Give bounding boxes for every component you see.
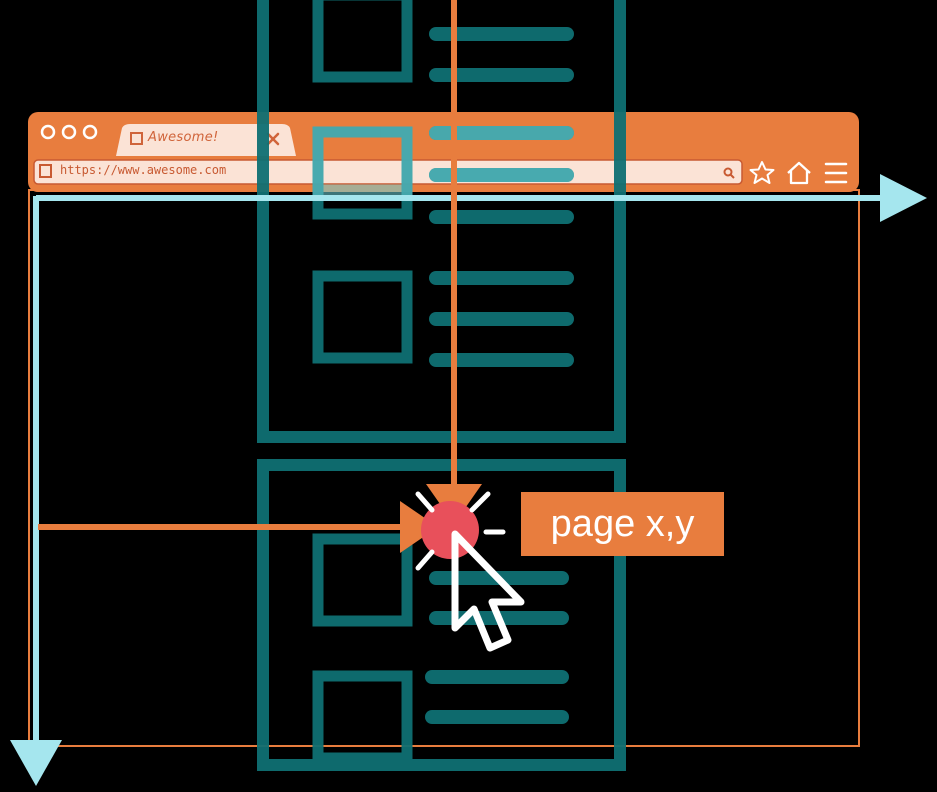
page-x-axis — [36, 174, 927, 222]
thumbnail-placeholder — [312, 533, 413, 627]
thumbnail-placeholder — [312, 670, 413, 764]
home-icon[interactable] — [787, 161, 811, 185]
cursor-icon — [451, 530, 525, 652]
page-y-axis — [10, 196, 62, 786]
window-button-minimize[interactable] — [61, 124, 77, 140]
page-xy-callout: page x,y — [521, 492, 724, 556]
tab-title: Awesome! — [148, 130, 219, 145]
window-button-close[interactable] — [40, 124, 56, 140]
page-square-icon — [39, 164, 52, 178]
menu-icon[interactable] — [824, 162, 848, 184]
star-icon[interactable] — [749, 161, 775, 184]
browser-tab[interactable] — [116, 124, 296, 156]
search-icon[interactable] — [723, 167, 735, 179]
browser-viewport — [28, 189, 860, 747]
content-column-lower — [257, 459, 626, 771]
click-burst — [415, 491, 506, 571]
address-url: https://www.awesome.com — [60, 163, 227, 177]
close-icon[interactable] — [266, 132, 280, 146]
content-column-upper — [257, 0, 626, 443]
wireframe-over-chrome — [312, 126, 574, 196]
window-button-maximize[interactable] — [82, 124, 98, 140]
thumbnail-placeholder — [312, 0, 413, 83]
square-tab-icon — [130, 132, 143, 145]
thumbnail-placeholder — [312, 270, 413, 364]
pointer-x-guide — [38, 501, 438, 553]
